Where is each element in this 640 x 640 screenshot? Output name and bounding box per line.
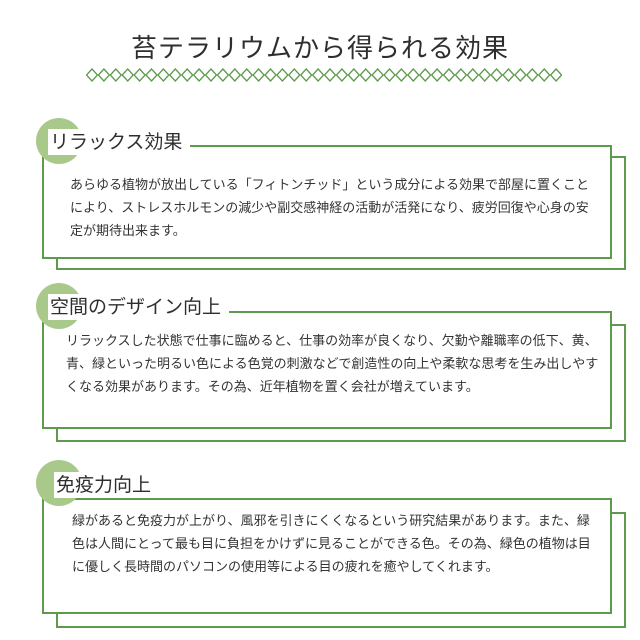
divider-diamond xyxy=(276,68,289,82)
divider-diamond xyxy=(371,68,384,82)
section-heading: リラックス効果 xyxy=(48,129,191,155)
divider-diamond xyxy=(109,68,123,82)
divider-diamond xyxy=(430,68,444,82)
divider-diamond xyxy=(323,68,337,82)
section-frame xyxy=(42,311,612,429)
section-body: 緑があると免疫力が上がり、風邪を引きにくくなるという研究結果があります。また、緑… xyxy=(72,514,591,575)
divider-diamond xyxy=(395,68,408,82)
divider-diamond xyxy=(359,68,373,82)
divider-diamond xyxy=(204,68,218,82)
divider-diamond xyxy=(454,68,468,82)
section-body: あらゆる植物が放出している「フィトンチッド」という成分による効果で部屋に置くこと… xyxy=(70,178,589,239)
section-heading: 免疫力向上 xyxy=(54,472,160,498)
section-frame xyxy=(42,498,612,614)
divider-diamond xyxy=(466,68,480,82)
divider-diamond xyxy=(490,68,503,82)
divider-diamond xyxy=(168,68,182,82)
divider-diamond xyxy=(287,68,301,82)
divider-diamond xyxy=(216,68,230,82)
divider-diamond xyxy=(442,68,456,82)
section-body: リラックスした状態で仕事に臨めると、仕事の効率が良くなり、欠勤や離職率の低下、黄… xyxy=(66,334,599,395)
divider-diamond xyxy=(418,68,432,82)
divider-diamond xyxy=(383,68,396,82)
divider-diamond xyxy=(180,68,194,82)
divider-diamond xyxy=(549,68,562,82)
divider-diamond xyxy=(86,68,99,82)
divider-diamond xyxy=(121,68,135,82)
divider-diamond xyxy=(311,68,325,82)
diamond-divider xyxy=(86,68,562,82)
page-title: 苔テラリウムから得られる効果 xyxy=(130,34,509,64)
divider-diamond xyxy=(502,68,515,82)
divider-diamond xyxy=(97,68,111,82)
divider-diamond xyxy=(525,68,539,82)
divider-diamond xyxy=(157,68,170,82)
divider-diamond xyxy=(406,68,420,82)
divider-diamond xyxy=(192,68,206,82)
divider-diamond xyxy=(347,68,361,82)
divider-diamond xyxy=(514,68,527,82)
section-heading: 空間のデザイン向上 xyxy=(48,294,230,320)
divider-diamond xyxy=(299,68,313,82)
divider-diamond xyxy=(478,68,492,82)
divider-diamond xyxy=(335,68,349,82)
divider-diamond xyxy=(133,68,146,82)
divider-diamond xyxy=(240,68,254,82)
divider-diamond xyxy=(252,68,265,82)
section-frame xyxy=(42,145,612,259)
divider-diamond xyxy=(145,68,158,82)
divider-diamond xyxy=(264,68,277,82)
divider-diamond xyxy=(228,68,242,82)
divider-diamond xyxy=(537,68,551,82)
